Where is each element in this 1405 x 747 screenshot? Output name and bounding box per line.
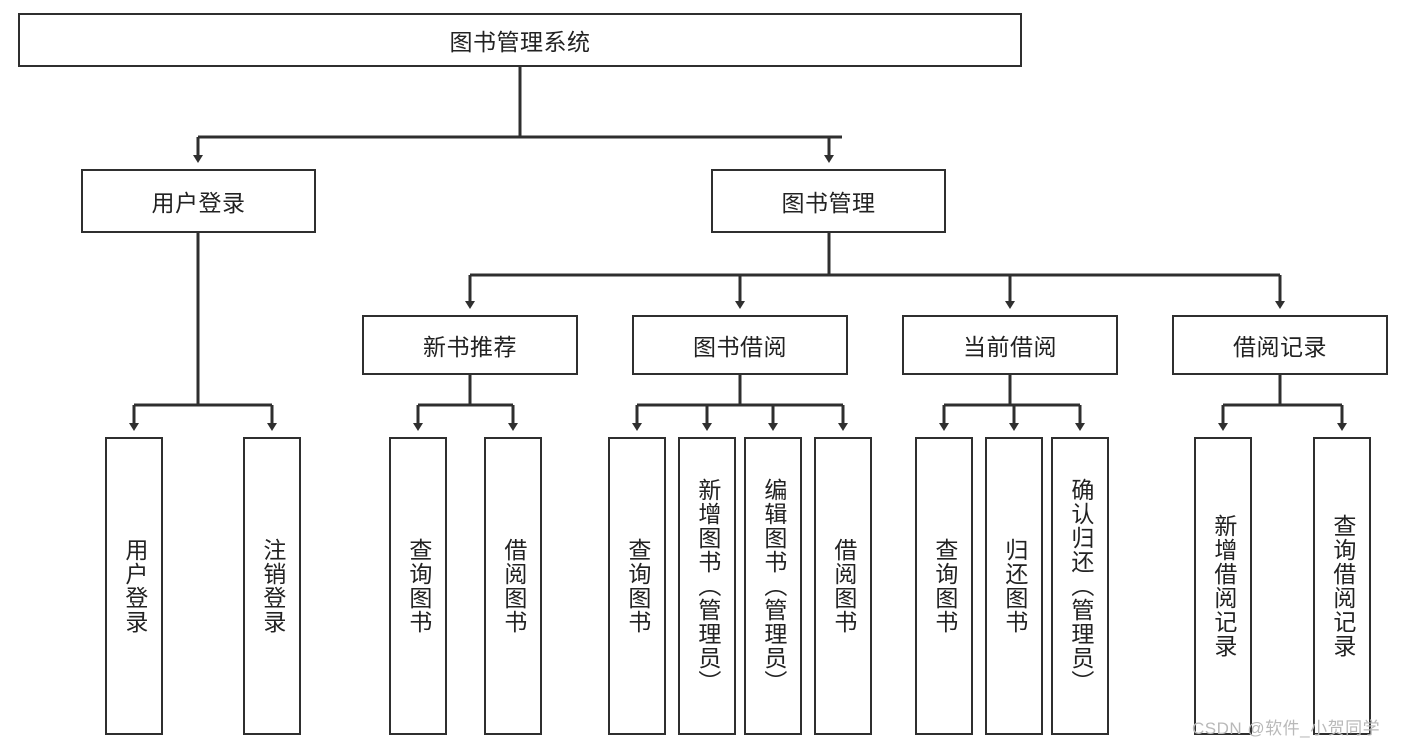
node-leaf-return-book[interactable]: 归还图书: [985, 437, 1043, 735]
node-root-label: 图书管理系统: [449, 29, 591, 55]
node-leaf-add-book[interactable]: 新增图书（管理员）: [678, 437, 736, 735]
node-book-manage[interactable]: 图书管理: [711, 169, 946, 233]
node-root[interactable]: 图书管理系统: [18, 13, 1022, 67]
node-user-login-label: 用户登录: [151, 190, 246, 216]
node-leaf-borrow-book-recommend-label: 借阅图书: [500, 538, 527, 634]
node-leaf-user-login-label: 用户登录: [121, 538, 148, 634]
node-leaf-query-book-borrow[interactable]: 查询图书: [608, 437, 666, 735]
node-book-borrow[interactable]: 图书借阅: [632, 315, 848, 375]
node-borrow-record-label: 借阅记录: [1233, 334, 1327, 360]
node-new-book-recommend[interactable]: 新书推荐: [362, 315, 578, 375]
node-current-borrow-label: 当前借阅: [963, 334, 1057, 360]
node-leaf-query-borrow-record[interactable]: 查询借阅记录: [1313, 437, 1371, 735]
watermark: CSDN @软件_小贺同学: [1192, 719, 1381, 738]
node-leaf-query-book-recommend[interactable]: 查询图书: [389, 437, 447, 735]
node-leaf-confirm-return-label: 确认归还（管理员）: [1067, 478, 1094, 694]
node-leaf-query-book-current[interactable]: 查询图书: [915, 437, 973, 735]
node-leaf-add-borrow-record-label: 新增借阅记录: [1210, 514, 1237, 658]
node-new-book-recommend-label: 新书推荐: [423, 334, 517, 360]
node-current-borrow[interactable]: 当前借阅: [902, 315, 1118, 375]
node-leaf-add-borrow-record[interactable]: 新增借阅记录: [1194, 437, 1252, 735]
node-leaf-user-login[interactable]: 用户登录: [105, 437, 163, 735]
node-leaf-query-borrow-record-label: 查询借阅记录: [1329, 514, 1356, 658]
node-leaf-borrow-book-label: 借阅图书: [830, 538, 857, 634]
node-borrow-record[interactable]: 借阅记录: [1172, 315, 1388, 375]
node-leaf-query-book-borrow-label: 查询图书: [624, 538, 651, 634]
node-leaf-query-book-recommend-label: 查询图书: [405, 538, 432, 634]
node-leaf-user-logout[interactable]: 注销登录: [243, 437, 301, 735]
node-leaf-query-book-current-label: 查询图书: [931, 538, 958, 634]
node-book-borrow-label: 图书借阅: [693, 334, 787, 360]
node-leaf-user-logout-label: 注销登录: [259, 538, 286, 634]
node-leaf-edit-book-label: 编辑图书（管理员）: [760, 478, 787, 694]
node-leaf-edit-book[interactable]: 编辑图书（管理员）: [744, 437, 802, 735]
node-leaf-borrow-book-recommend[interactable]: 借阅图书: [484, 437, 542, 735]
node-leaf-add-book-label: 新增图书（管理员）: [694, 478, 721, 694]
node-user-login[interactable]: 用户登录: [81, 169, 316, 233]
node-book-manage-label: 图书管理: [781, 190, 876, 216]
node-leaf-confirm-return[interactable]: 确认归还（管理员）: [1051, 437, 1109, 735]
node-leaf-return-book-label: 归还图书: [1001, 538, 1028, 634]
node-leaf-borrow-book[interactable]: 借阅图书: [814, 437, 872, 735]
